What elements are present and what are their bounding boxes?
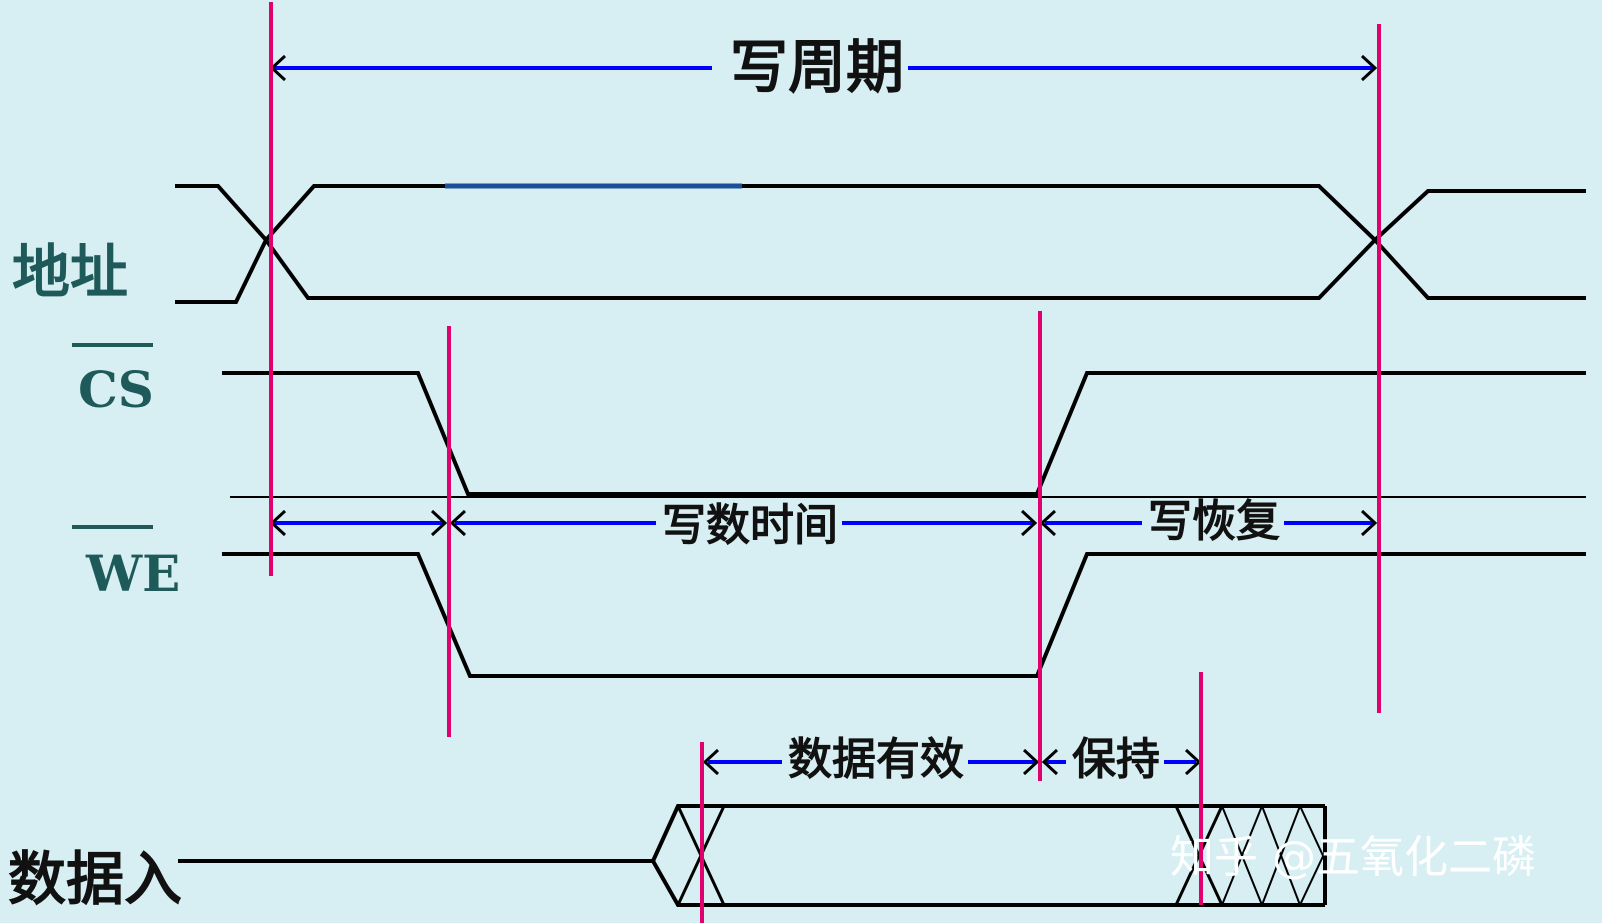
address-signal-label: 地址 (12, 238, 129, 306)
write-cycle-label: 写周期 (726, 38, 909, 96)
data-valid-label: 数据有效 (784, 738, 968, 782)
timing-markers (269, 2, 1381, 923)
hold-label: 保持 (1068, 738, 1164, 782)
address-waveform (175, 183, 1586, 304)
we-waveform (222, 552, 1586, 678)
data-in-signal-label: 数据入 (8, 845, 183, 913)
data-in-waveform (178, 804, 1327, 907)
cs-waveform (222, 371, 1586, 496)
interval-arrows (273, 66, 1374, 764)
write-recovery-label: 写恢复 (1144, 500, 1284, 544)
we-signal-label: WE (86, 544, 181, 603)
cs-signal-label: CS (78, 360, 154, 419)
write-time-label: 写数时间 (658, 504, 842, 548)
watermark: 知乎 @五氧化二磷 (1170, 832, 1536, 883)
